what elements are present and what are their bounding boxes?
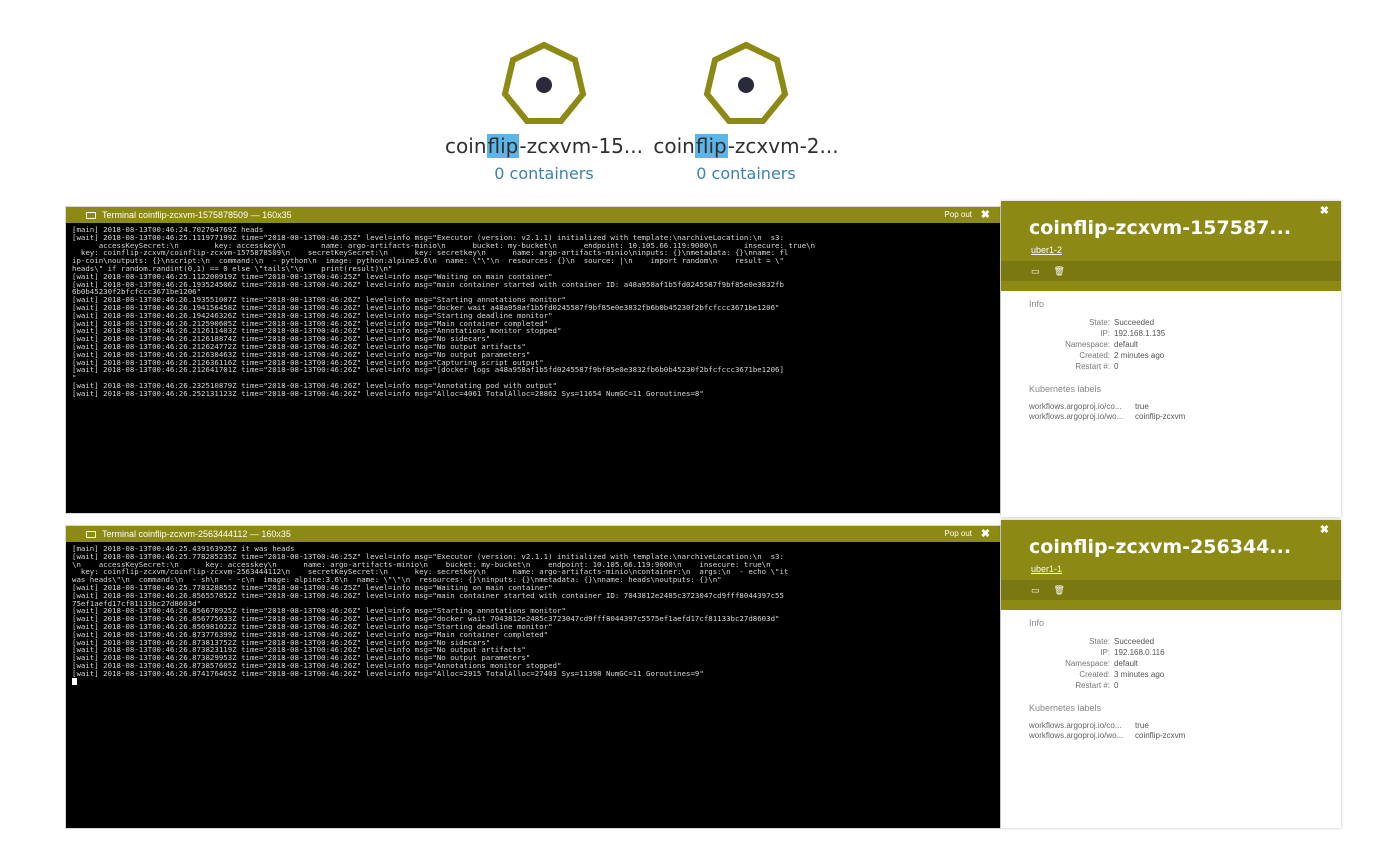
terminal-line: \n accessKeySecret:\n key: accesskey\n n… [72,559,771,569]
node-containers-count: 0 containers [494,164,594,183]
terminal-line: [wait] 2018-08-13T00:46:26.856670925Z ti… [72,606,566,616]
terminal-line: [wait] 2018-08-13T00:46:26.212636116Z ti… [72,357,544,367]
info-row-namespace: Namespace:default [1065,659,1139,668]
terminal-line: [wait] 2018-08-13T00:46:26.193524506Z ti… [72,279,784,289]
terminal-line: [wait] 2018-08-13T00:46:26.212624772Z ti… [72,341,526,351]
terminal-line: key: coinflip-zcxvm/coinflip-zcxvm-25634… [72,567,789,577]
terminal-line: " [72,373,77,383]
close-icon[interactable]: ✖ [980,528,990,540]
terminal-line: [wait] 2018-08-13T00:46:26.212611403Z ti… [72,326,562,336]
pop-out-button[interactable]: Pop out [944,529,972,538]
terminal-line: [wait] 2018-08-13T00:46:26.212630463Z ti… [72,349,531,359]
workflow-node-2[interactable]: coinflip-zcxvm-2... 0 containers [646,40,846,183]
terminal-tab-icon[interactable]: ▭ [1031,265,1040,276]
terminal-window-2[interactable]: Terminal coinflip-zcxvm-2563444112 — 160… [66,526,1000,828]
node-info-panel-1: coinflip-zcxvm-157587... uber1-2 ✖ ▭ 🗑 I… [1001,201,1341,517]
terminal-title: Terminal coinflip-zcxvm-1575878509 — 160… [102,210,292,220]
terminal-line: [wait] 2018-08-13T00:46:26.212590605Z ti… [72,318,549,328]
info-row-ip: IP:192.168.0.116 [1100,648,1165,657]
terminal-line: 6b0b45230f2bfcfccc3671be1206" [72,287,202,297]
node-containers-count: 0 containers [696,164,796,183]
terminal-tab-icon[interactable]: ▭ [1031,584,1040,595]
info-section-title: Info [1029,618,1045,628]
terminal-line: [wait] 2018-08-13T00:46:25.112200919Z ti… [72,271,553,281]
info-row-restart: Restart #:0 [1075,681,1119,690]
terminal-line: [wait] 2018-08-13T00:46:26.194156458Z ti… [72,302,780,312]
terminal-line: [main] 2018-08-13T00:46:24.702764769Z he… [72,225,264,234]
terminal-line: [wait] 2018-08-13T00:46:26.873813752Z ti… [72,637,491,647]
trash-icon[interactable]: 🗑 [1053,265,1065,276]
workflow-node-1[interactable]: coinflip-zcxvm-15... 0 containers [444,40,644,183]
info-row-namespace: Namespace:default [1065,340,1139,349]
node-info-panel-2: coinflip-zcxvm-256344... uber1-1 ✖ ▭ 🗑 I… [1001,520,1341,828]
terminal-line: [wait] 2018-08-13T00:46:26.856557852Z ti… [72,590,784,600]
terminal-line: [wait] 2018-08-13T00:46:26.856981022Z ti… [72,621,553,631]
terminal-line: [wait] 2018-08-13T00:46:26.212618874Z ti… [72,334,491,344]
terminal-line: accessKeySecret:\n key: accesskey\n name… [72,240,816,250]
panel-title: coinflip-zcxvm-256344... [1029,536,1292,558]
terminal-window-1[interactable]: Terminal coinflip-zcxvm-1575878509 — 160… [66,207,1000,513]
terminal-line: was heads\"\n command:\n - sh\n - -c\n i… [72,575,722,585]
info-row-created: Created:3 minutes ago [1079,670,1165,679]
terminal-line: heads\" if random.randint(0,1) == 0 else… [72,263,393,273]
panel-title: coinflip-zcxvm-157587... [1029,217,1292,239]
close-icon[interactable]: ✖ [1319,524,1329,536]
terminal-output[interactable]: [main] 2018-08-13T00:46:24.702764769Z he… [66,223,1000,401]
panel-header: coinflip-zcxvm-256344... uber1-1 ✖ ▭ 🗑 [1001,520,1341,610]
panel-tabs: ▭ 🗑 [1001,261,1341,281]
terminal-line: [wait] 2018-08-13T00:46:26.873823119Z ti… [72,645,526,655]
terminal-line: [wait] 2018-08-13T00:46:25.111977199Z ti… [72,232,784,242]
host-link[interactable]: uber1-1 [1031,564,1063,574]
info-section-title: Info [1029,299,1045,309]
terminal-title-bar: Terminal coinflip-zcxvm-2563444112 — 160… [66,526,1000,542]
labels-section-title: Kubernetes labels [1029,384,1102,394]
info-row-created: Created:2 minutes ago [1079,351,1165,360]
label-row: workflows.argoproj.io/co...true [1029,721,1149,730]
terminal-line: [wait] 2018-08-13T00:46:26.212641701Z ti… [72,365,784,375]
terminal-line: [wait] 2018-08-13T00:46:26.194246326Z ti… [72,310,553,320]
info-row-state: State:Succeeded [1089,318,1155,327]
terminal-line: ip-coin\noutputs: {}\nscript:\n command:… [72,256,784,266]
terminal-icon [86,211,96,219]
terminal-line: [wait] 2018-08-13T00:46:26.856775633Z ti… [72,614,780,624]
panel-header: coinflip-zcxvm-157587... uber1-2 ✖ ▭ 🗑 [1001,201,1341,291]
labels-section-title: Kubernetes labels [1029,703,1102,713]
close-icon[interactable]: ✖ [980,209,990,221]
info-row-restart: Restart #:0 [1075,362,1119,371]
pop-out-button[interactable]: Pop out [944,210,972,219]
label-row: workflows.argoproj.io/wo...coinflip-zcxv… [1029,412,1186,421]
terminal-cursor [72,678,77,686]
terminal-line: [wait] 2018-08-13T00:46:26.193551007Z ti… [72,295,566,305]
label-row: workflows.argoproj.io/wo...coinflip-zcxv… [1029,731,1186,740]
terminal-line: [wait] 2018-08-13T00:46:26.873776399Z ti… [72,629,549,639]
panel-tabs: ▭ 🗑 [1001,580,1341,600]
terminal-output[interactable]: [main] 2018-08-13T00:46:25.439163925Z it… [66,542,1000,688]
terminal-line: [wait] 2018-08-13T00:46:26.252131123Z ti… [72,388,704,398]
panel-body: Info State:Succeeded IP:192.168.1.135 Na… [1001,291,1341,432]
host-link[interactable]: uber1-2 [1031,245,1063,255]
panel-body: Info State:Succeeded IP:192.168.0.116 Na… [1001,610,1341,751]
terminal-line: [wait] 2018-08-13T00:46:26.232510879Z ti… [72,380,557,390]
terminal-line: [wait] 2018-08-13T00:46:26.873857605Z ti… [72,660,562,670]
node-name: coinflip-zcxvm-2... [653,134,839,158]
terminal-title: Terminal coinflip-zcxvm-2563444112 — 160… [102,529,291,539]
label-row: workflows.argoproj.io/co...true [1029,402,1149,411]
node-name: coinflip-zcxvm-15... [445,134,643,158]
terminal-line: [wait] 2018-08-13T00:46:25.778328855Z ti… [72,582,553,592]
terminal-line: [wait] 2018-08-13T00:46:26.874176465Z ti… [72,668,704,678]
terminal-line: [wait] 2018-08-13T00:46:26.873829953Z ti… [72,653,531,663]
terminal-line: [wait] 2018-08-13T00:46:25.778285235Z ti… [72,551,784,561]
terminal-line: [main] 2018-08-13T00:46:25.439163925Z it… [72,544,295,553]
trash-icon[interactable]: 🗑 [1053,584,1065,595]
close-icon[interactable]: ✖ [1319,205,1329,217]
node-heptagon-icon [703,41,789,124]
terminal-icon [86,530,96,538]
terminal-line: key: coinflip-zcxvm/coinflip-zcxvm-15758… [72,248,789,258]
info-row-ip: IP:192.168.1.135 [1100,329,1166,338]
info-row-state: State:Succeeded [1089,637,1155,646]
terminal-line: 75ef1aefd17cf81133bc27d8603d" [72,598,202,608]
terminal-title-bar: Terminal coinflip-zcxvm-1575878509 — 160… [66,207,1000,223]
node-heptagon-icon [501,41,587,124]
